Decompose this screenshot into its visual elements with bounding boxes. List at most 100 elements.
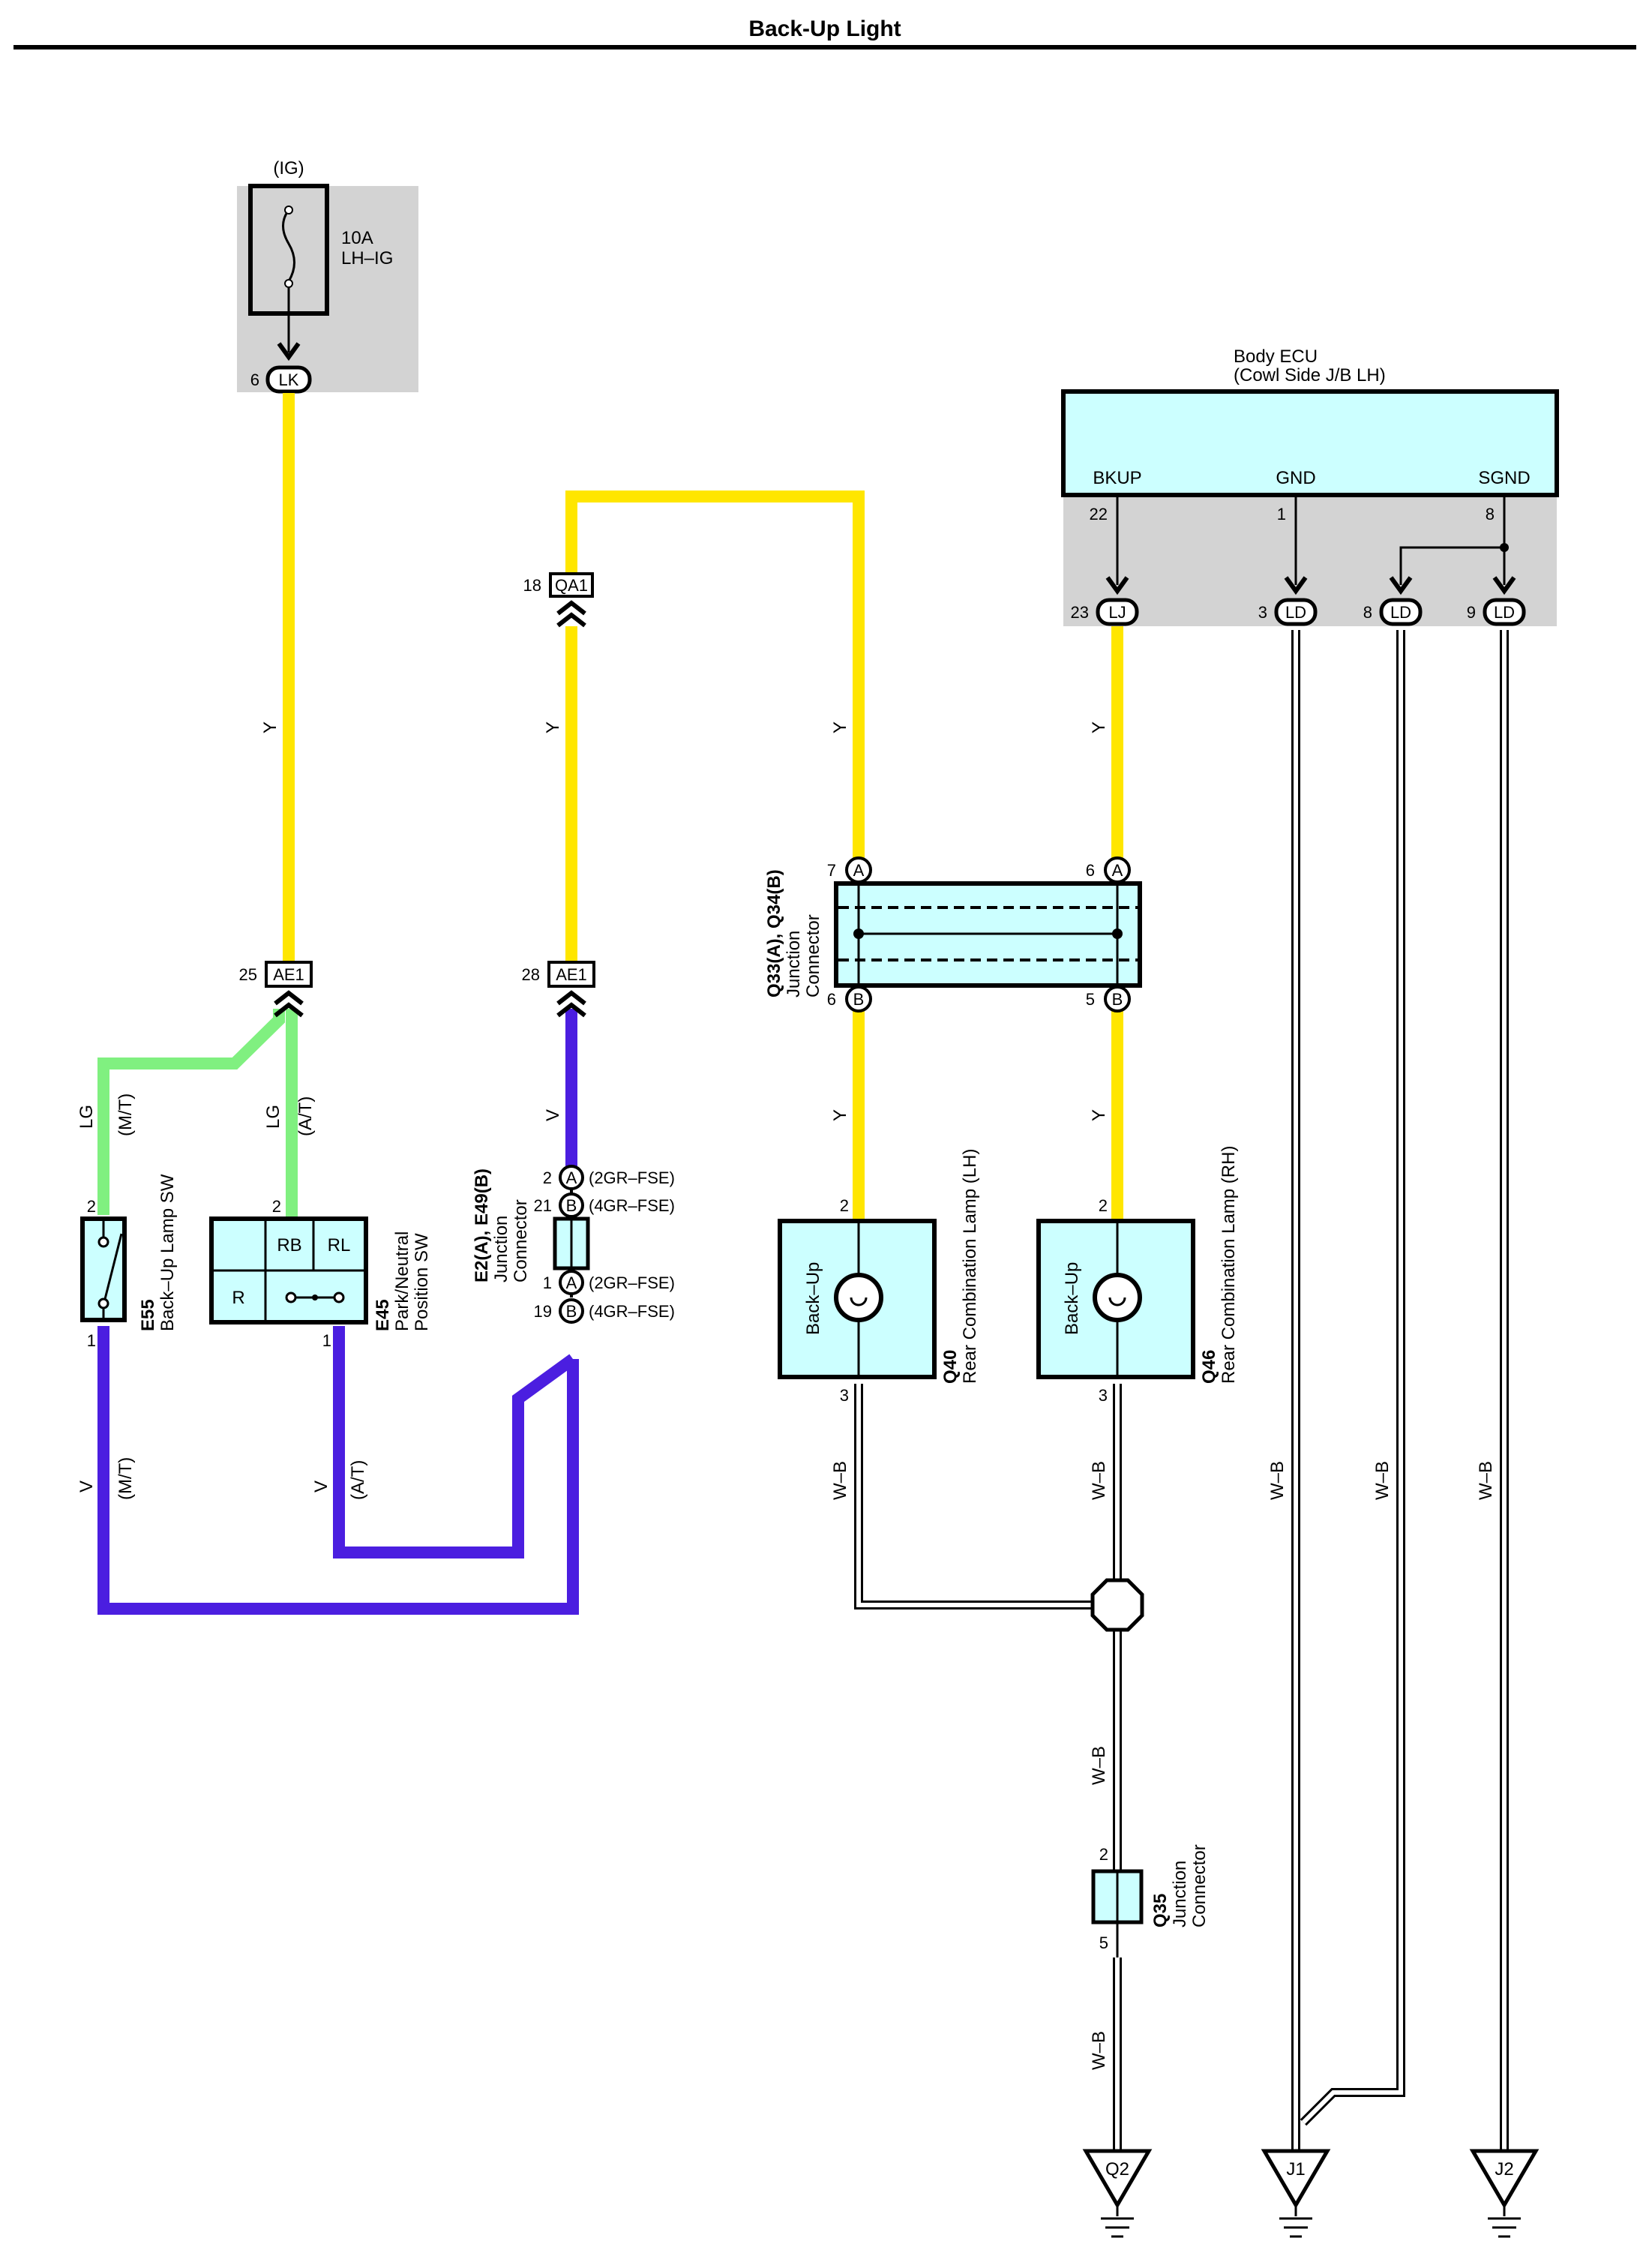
q40-name: Rear Combination Lamp (LH) bbox=[960, 1149, 980, 1384]
qa1-pin: 18 bbox=[523, 576, 541, 595]
ground-q2: Q2 bbox=[1082, 2149, 1153, 2238]
q35-pin-top: 2 bbox=[1099, 1845, 1108, 1864]
q46-pin-bottom: 3 bbox=[1099, 1386, 1108, 1405]
ecu-name: Body ECU bbox=[1234, 346, 1318, 367]
label-wb-6: W–B bbox=[1089, 1746, 1109, 1785]
label-v-3: V bbox=[311, 1480, 331, 1492]
e45-rb: RB bbox=[277, 1235, 301, 1256]
body-ecu: Body ECU (Cowl Side J/B LH) BKUP GND SGN… bbox=[1061, 346, 1559, 626]
lamp-q40: Back–Up 2 3 Q40 Rear Combination Lamp (L… bbox=[778, 1149, 980, 1405]
ecu-pin-22: 22 bbox=[1090, 505, 1108, 524]
e55-code: E55 bbox=[138, 1299, 158, 1331]
q35-line2: Connector bbox=[1189, 1844, 1210, 1928]
label-at-1: (A/T) bbox=[295, 1096, 316, 1136]
e2-note-1: (2GR–FSE) bbox=[589, 1168, 675, 1187]
ecu-terminal-bkup: BKUP bbox=[1093, 468, 1141, 488]
qa1-code: QA1 bbox=[555, 576, 588, 595]
q33-tag-b-5: B bbox=[1112, 990, 1123, 1009]
ecu-terminal-gnd: GND bbox=[1276, 468, 1315, 488]
e2-pin-3: 1 bbox=[543, 1274, 552, 1292]
e45-rl: RL bbox=[328, 1235, 351, 1256]
label-y-3: Y bbox=[830, 722, 850, 734]
e2-tag-1: A bbox=[566, 1168, 577, 1187]
label-wb-4: W–B bbox=[1372, 1461, 1393, 1500]
label-mt-2: (M/T) bbox=[115, 1457, 136, 1500]
e45-code: E45 bbox=[373, 1299, 393, 1331]
lamp-q46: Back–Up 2 3 Q46 Rear Combination Lamp (R… bbox=[1036, 1146, 1239, 1405]
q46-name: Rear Combination Lamp (RH) bbox=[1219, 1146, 1239, 1384]
q46-bulb-label: Back–Up bbox=[1062, 1262, 1082, 1335]
label-wb-3: W–B bbox=[1267, 1461, 1288, 1500]
wire-lg-mt bbox=[97, 1009, 285, 1215]
ae1-25-pin: 25 bbox=[239, 965, 257, 984]
q33-pin-b6: 6 bbox=[827, 990, 836, 1009]
e2-tag-2: B bbox=[566, 1196, 577, 1215]
q46-pin-top: 2 bbox=[1099, 1196, 1108, 1215]
e2-pin-4: 19 bbox=[534, 1302, 552, 1321]
e55-pin-top: 2 bbox=[87, 1197, 96, 1216]
ground-j2-label: J2 bbox=[1495, 2159, 1513, 2180]
wire-v-mt bbox=[97, 1326, 579, 1615]
ground-j1-label: J1 bbox=[1286, 2159, 1305, 2180]
e2-tag-3: A bbox=[566, 1274, 577, 1292]
title-rule bbox=[13, 45, 1636, 50]
q33-tag-a-6: A bbox=[1112, 861, 1123, 880]
splice-point-icon bbox=[1090, 1578, 1144, 1632]
q40-bulb-label: Back–Up bbox=[803, 1262, 823, 1335]
q46-code: Q46 bbox=[1199, 1350, 1219, 1384]
fuse-arrow bbox=[277, 342, 301, 362]
ecu-conn-ld-8: LD bbox=[1390, 603, 1411, 622]
label-wb-1: W–B bbox=[830, 1461, 850, 1500]
label-wb-2: W–B bbox=[1089, 1461, 1109, 1500]
ecu-splice-dot bbox=[1500, 543, 1509, 552]
ecu-conn-ld-9: LD bbox=[1494, 603, 1515, 622]
ground-q2-label: Q2 bbox=[1105, 2159, 1129, 2180]
ground-j2-icon bbox=[1469, 2149, 1540, 2209]
q35-pin-bottom: 5 bbox=[1099, 1934, 1108, 1952]
junction-q35: 2 5 Q35 Junction Connector bbox=[1091, 1844, 1210, 1952]
q33-tag-b-6: B bbox=[853, 990, 865, 1009]
ae1-25-code: AE1 bbox=[273, 965, 304, 984]
q35-line1: Junction bbox=[1170, 1861, 1190, 1928]
ecu-terminal-sgnd: SGND bbox=[1478, 468, 1530, 488]
q40-code: Q40 bbox=[940, 1350, 961, 1384]
fuse-source-label: (IG) bbox=[273, 158, 304, 178]
ecu-sub: (Cowl Side J/B LH) bbox=[1234, 365, 1386, 386]
label-v-2: V bbox=[76, 1480, 97, 1492]
junction-q33-q34: A A B B 7 6 6 5 Q33(A), Q34(B) Junction … bbox=[764, 856, 1142, 1012]
ecu-pin-8: 8 bbox=[1486, 505, 1495, 524]
inline-connector-ae1-25: AE1 25 bbox=[239, 961, 313, 1018]
page-title: Back-Up Light bbox=[748, 16, 901, 41]
ground-j2: J2 bbox=[1469, 2149, 1540, 2238]
wire-v-at bbox=[333, 1326, 577, 1558]
label-y-2: Y bbox=[543, 722, 563, 734]
label-y-5: Y bbox=[830, 1109, 850, 1121]
fuse-terminal-top bbox=[284, 206, 293, 214]
label-y-6: Y bbox=[1089, 1109, 1109, 1121]
ecu-conn-pin-23: 23 bbox=[1071, 603, 1089, 622]
e45-name1: Park/Neutral bbox=[392, 1232, 412, 1331]
wire-labels: Y Y Y Y Y Y V LG (M/T) LG (A/T) V (M/T) … bbox=[76, 722, 1496, 2070]
q33-pin-6: 6 bbox=[1086, 861, 1095, 880]
label-y-1: Y bbox=[260, 722, 280, 734]
label-wb-7: W–B bbox=[1089, 2031, 1109, 2070]
fuse-terminal-bottom bbox=[284, 279, 293, 288]
e55-name: Back–Up Lamp SW bbox=[157, 1174, 178, 1331]
ae1-28-pin: 28 bbox=[522, 965, 540, 984]
e2-pin-2: 21 bbox=[534, 1196, 552, 1215]
e2-line2: Connector bbox=[511, 1199, 531, 1282]
wire-y-qa1-q33 bbox=[565, 490, 865, 859]
ecu-box bbox=[1061, 389, 1559, 497]
q33-code: Q33(A), Q34(B) bbox=[764, 869, 784, 998]
inline-connector-qa1: QA1 18 bbox=[523, 572, 594, 628]
q40-bulb-icon bbox=[834, 1273, 883, 1322]
e45-pin-top: 2 bbox=[272, 1197, 281, 1216]
q33-line2: Connector bbox=[803, 914, 823, 998]
q40-pin-bottom: 3 bbox=[840, 1386, 849, 1405]
label-y-4: Y bbox=[1089, 722, 1109, 734]
label-at-2: (A/T) bbox=[348, 1460, 368, 1500]
label-wb-5: W–B bbox=[1476, 1461, 1496, 1500]
label-lg-2: LG bbox=[263, 1105, 283, 1129]
e2-pin-1: 2 bbox=[543, 1168, 552, 1187]
e45-pin-bottom: 1 bbox=[322, 1331, 331, 1350]
